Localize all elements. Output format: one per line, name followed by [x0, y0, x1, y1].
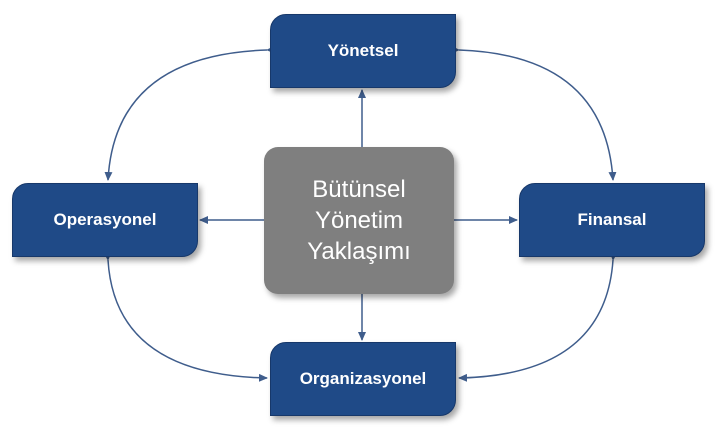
node-yonetsel-label: Yönetsel [327, 41, 399, 60]
center-line-2: Yönetim [314, 207, 404, 234]
arrow-top-right-curve [450, 45, 617, 181]
arrow-left-bottom-curve [103, 251, 268, 382]
node-yonetsel: Yönetsel [270, 14, 456, 88]
node-organizasyonel-label: Organizasyonel [299, 369, 427, 388]
center-line-3: Yaklaşımı [307, 238, 411, 265]
arrow-right-bottom-curve [458, 251, 618, 382]
node-finansal-label: Finansal [577, 210, 647, 229]
arrow-top-left-curve [104, 45, 276, 181]
node-operasyonel: Operasyonel [12, 183, 198, 257]
node-operasyonel-label: Operasyonel [53, 210, 157, 229]
center-line-1: Bütünsel [312, 176, 406, 203]
center-node: Bütünsel Yönetim Yaklaşımı [264, 147, 454, 294]
node-organizasyonel: Organizasyonel [270, 342, 456, 416]
node-finansal: Finansal [519, 183, 705, 257]
